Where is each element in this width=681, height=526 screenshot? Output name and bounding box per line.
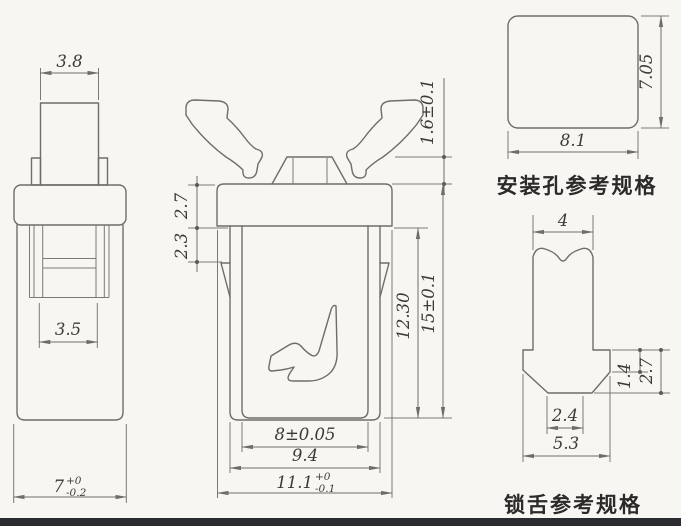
- dim-tab-height: 1.6±0.1: [418, 79, 437, 145]
- center-tab: [271, 156, 348, 185]
- left-wing: [185, 99, 264, 179]
- collar-outline: [216, 183, 393, 227]
- arrow-mark: [268, 304, 338, 382]
- ext-lines: [13, 424, 127, 503]
- dim-base-width: 7: [54, 477, 65, 496]
- dim-barb-offset: 2.3: [172, 233, 191, 260]
- dim-step-height: 1.4: [615, 363, 634, 389]
- bottom-edge-bar: [0, 518, 681, 526]
- ext-lines: [217, 230, 393, 498]
- right-prong-outline: [97, 157, 109, 186]
- dim-total-height: 15±0.1: [419, 272, 438, 333]
- dim-hole-width: 8.1: [560, 131, 586, 150]
- dim-overall-tol-lower: -0.1: [315, 483, 335, 495]
- side-barbs: [220, 262, 390, 298]
- dim-cavity-depth: 12.30: [394, 292, 413, 339]
- dim-hole-height: 7.05: [637, 54, 656, 91]
- body-outline: [229, 225, 381, 421]
- dim-tip-width: 4: [557, 211, 569, 230]
- hole-outline: [507, 15, 639, 129]
- body-outline: [16, 224, 124, 421]
- dim-body-width: 9.4: [292, 446, 318, 465]
- dim-base-tol-upper: +0: [66, 475, 82, 487]
- dim-head-height: 2.7: [637, 357, 656, 385]
- latch-caption: 锁舌参考规格: [504, 493, 642, 517]
- dim-collar-height: 2.7: [172, 192, 191, 220]
- dim-flat-width: 2.4: [551, 406, 578, 425]
- front-view: 2.7 2.3 1.6±0.1 12.30 15±0.1 8±0.05 9.4 …: [172, 78, 452, 498]
- stem-outline: [39, 102, 100, 186]
- dim-inner-width: 3.5: [55, 320, 81, 339]
- side-view: 3.8 3.5 7 +0 -0.2: [12, 52, 128, 503]
- ext-lines: [507, 15, 669, 159]
- mounting-hole-view: 7.05 8.1 安装孔参考规格: [497, 15, 669, 198]
- cavity-outline: [241, 225, 369, 419]
- right-wing: [345, 99, 424, 179]
- dim-stem-width: 3.8: [56, 52, 82, 71]
- inner-plunger-lines: [29, 225, 110, 298]
- dim-overall-width: 11.1: [276, 473, 313, 492]
- collar-outline: [13, 184, 127, 226]
- dim-base-width: 5.3: [553, 434, 579, 453]
- dim-cavity-width: 8±0.05: [274, 425, 335, 444]
- dim-overall-tol-upper: +0: [315, 471, 331, 483]
- mounting-hole-caption: 安装孔参考规格: [497, 174, 658, 198]
- center-tab-folds: [292, 158, 328, 184]
- dim-base-tol-lower: -0.2: [66, 487, 87, 499]
- left-prong-outline: [30, 157, 42, 186]
- latch-view: 4 2.4 5.3 1.4 2.7 锁舌参考规格: [504, 211, 670, 517]
- latch-outline: [522, 247, 611, 394]
- inner-plunger-bars: [29, 258, 109, 298]
- ext-lines: [522, 215, 670, 462]
